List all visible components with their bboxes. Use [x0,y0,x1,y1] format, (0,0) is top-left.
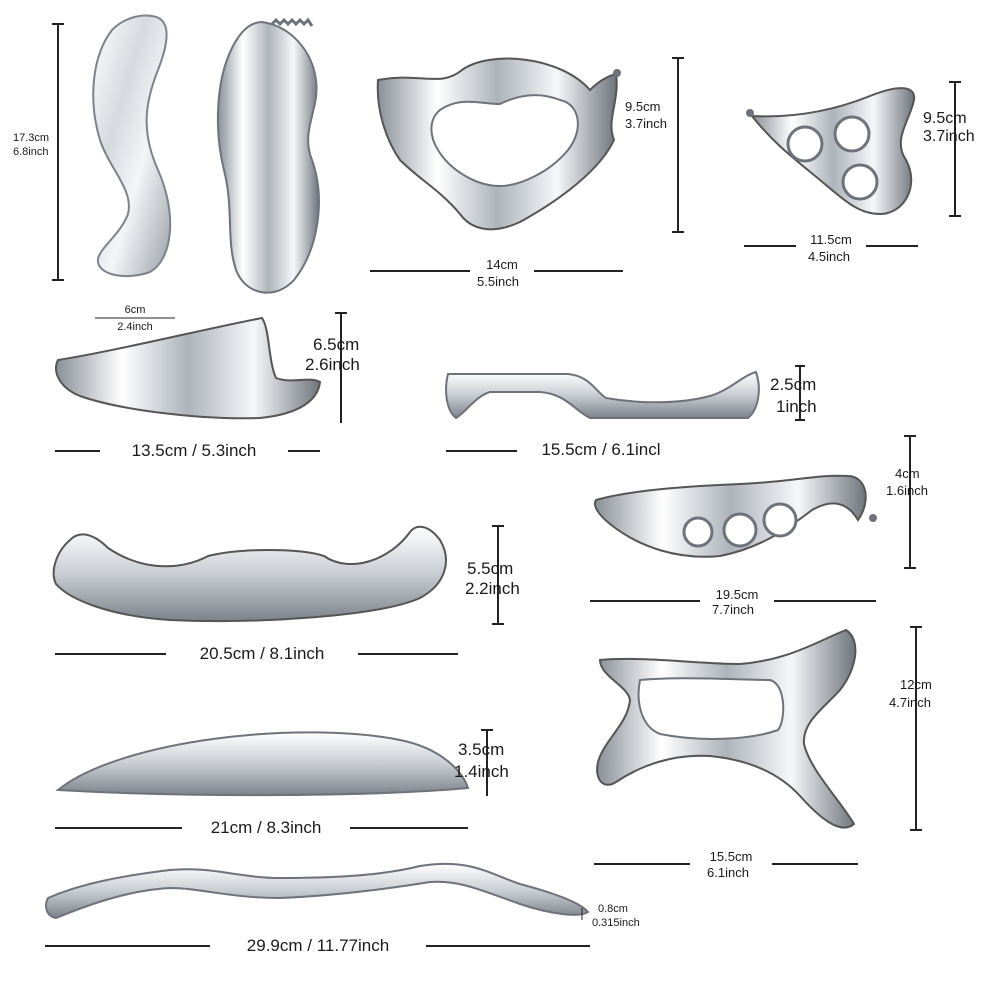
heart-width-cm: 14cm [470,257,534,273]
s-curve-scraper-icon [92,14,172,278]
long-bar-width: 29.9cm / 11.77inch [210,936,426,956]
long-bar-height-in: 0.315inch [592,917,640,929]
three-hole-height-in: 3.7inch [923,128,975,145]
wing-scraper-icon [55,316,322,420]
comb-edge-scraper-icon [216,17,320,294]
hook-scraper-icon [445,370,760,420]
heart-height-cm: 9.5cm [625,99,661,114]
three-hole-width-cm: 11.5cm [796,232,866,248]
three-hole-scraper-icon [746,87,916,216]
heart-width-in: 5.5inch [477,274,519,289]
x-frame-height-in: 4.7inch [889,695,931,710]
s-curve-height-in: 6.8inch [13,146,49,158]
hook-height-in: 1inch [776,397,817,416]
ring-hook-width-cm: 19.5cm [700,587,774,603]
wing-width: 13.5cm / 5.3inch [100,441,288,461]
ring-hook-width-in: 7.7inch [712,602,754,617]
ring-hook-height-cm: 4cm [895,466,920,481]
x-frame-height-cm: 12cm [900,677,932,692]
wing-height-in: 2.6inch [305,355,360,374]
blade-width: 21cm / 8.3inch [182,818,350,838]
crescent-height-in: 2.2inch [465,579,520,598]
crescent-height-cm: 5.5cm [467,559,514,578]
ring-hook-height-in: 1.6inch [886,483,928,498]
s-curve-height-cm: 17.3cm [13,132,50,144]
s-curve-width-in: 2.4inch [117,321,153,333]
hook-width: 15.5cm / 6.1incl [517,440,685,460]
crescent-scraper-icon [52,525,447,622]
three-hole-width-in: 4.5inch [808,249,850,264]
blade-scraper-icon [55,731,470,797]
s-curve-width-cm: 6cm [124,304,146,316]
long-bar-height-cm: 0.8cm [598,903,628,915]
x-frame-width-cm: 15.5cm [690,849,772,865]
x-frame-width-in: 6.1inch [707,865,749,880]
heart-cutout-scraper-icon [376,57,621,231]
hook-height-cm: 2.5cm [770,375,817,394]
blade-height-in: 1.4inch [454,762,509,781]
x-frame-scraper-icon [596,628,857,829]
wing-height-cm: 6.5cm [313,335,360,354]
long-bar-scraper-icon [45,862,590,920]
heart-height-in: 3.7inch [625,116,667,131]
three-hole-height-cm: 9.5cm [923,110,967,127]
blade-height-cm: 3.5cm [458,740,505,759]
ring-hook-scraper-icon [594,474,877,558]
crescent-width: 20.5cm / 8.1inch [166,644,358,664]
